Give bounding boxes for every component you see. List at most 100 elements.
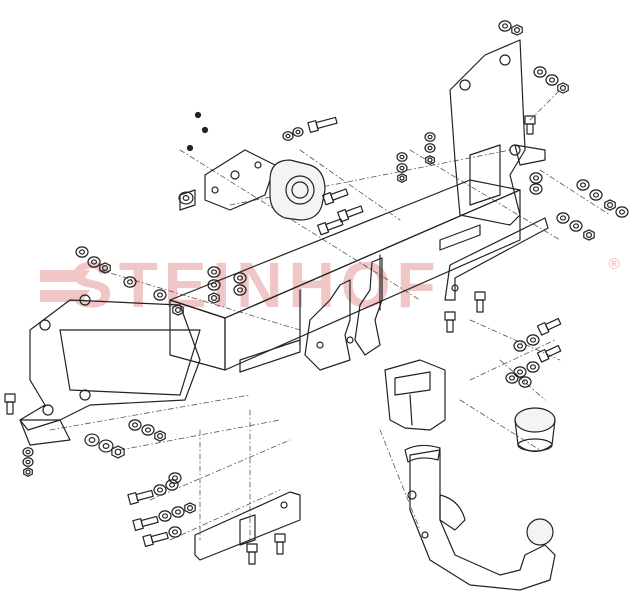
washer bbox=[168, 526, 182, 538]
socket-bracket bbox=[179, 149, 276, 211]
washer bbox=[545, 74, 559, 86]
nut-thread bbox=[114, 448, 122, 456]
center-mounting-plates bbox=[304, 257, 383, 371]
bolt bbox=[317, 218, 344, 236]
washer-hole bbox=[502, 23, 509, 29]
washer-hole bbox=[78, 249, 85, 255]
washer-hole bbox=[532, 186, 539, 192]
washer bbox=[158, 510, 172, 522]
nut-thread bbox=[606, 202, 613, 209]
bolt bbox=[132, 515, 159, 531]
washer-hole bbox=[572, 223, 579, 229]
washer-hole bbox=[427, 134, 433, 140]
main-crossbar bbox=[59, 179, 521, 396]
washer bbox=[178, 191, 194, 205]
washer-hole bbox=[516, 369, 523, 375]
nut-thread bbox=[399, 175, 405, 181]
bolt bbox=[524, 115, 536, 135]
small-nut bbox=[194, 111, 202, 119]
washer-hole bbox=[211, 269, 218, 275]
leader-lines bbox=[49, 89, 611, 541]
washer-hole bbox=[579, 182, 586, 188]
washer bbox=[84, 433, 100, 447]
nut bbox=[583, 229, 595, 241]
washer bbox=[589, 189, 603, 201]
nut-thread bbox=[513, 27, 520, 34]
washer bbox=[513, 340, 527, 352]
washer bbox=[153, 484, 167, 496]
bolt bbox=[274, 533, 286, 555]
hitch-receiver bbox=[384, 359, 446, 431]
washer bbox=[513, 366, 527, 378]
left-side-bracket bbox=[19, 294, 201, 446]
washer bbox=[98, 439, 114, 453]
washer-hole bbox=[145, 427, 152, 433]
washer bbox=[168, 472, 182, 484]
nut-thread bbox=[101, 265, 108, 272]
bolt bbox=[536, 344, 562, 363]
bolt bbox=[4, 393, 16, 415]
washer bbox=[424, 143, 436, 153]
nut-thread bbox=[559, 84, 566, 91]
washer bbox=[153, 289, 167, 301]
washer-hole bbox=[172, 475, 179, 481]
washer bbox=[22, 447, 34, 457]
washer-hole bbox=[211, 282, 218, 288]
nut bbox=[111, 445, 125, 459]
washer-hole bbox=[399, 154, 405, 160]
nut-thread bbox=[157, 433, 164, 440]
washer-hole bbox=[126, 279, 133, 285]
washer-hole bbox=[237, 275, 244, 281]
washer bbox=[526, 361, 540, 373]
washer-hole bbox=[295, 129, 301, 135]
washer bbox=[207, 266, 221, 278]
washer-hole bbox=[162, 513, 169, 519]
washer bbox=[22, 457, 34, 467]
washer-hole bbox=[132, 422, 139, 428]
washer-hole bbox=[157, 292, 164, 298]
washer-hole bbox=[532, 175, 539, 181]
washer-hole bbox=[559, 215, 566, 221]
washer bbox=[282, 131, 294, 141]
washer bbox=[529, 172, 543, 184]
washer-hole bbox=[172, 529, 179, 535]
washer bbox=[165, 479, 179, 491]
washer bbox=[75, 246, 89, 258]
right-lower-strap bbox=[444, 217, 549, 301]
washer bbox=[87, 256, 101, 268]
nut bbox=[154, 430, 166, 442]
nut-thread bbox=[211, 295, 218, 302]
washer bbox=[141, 424, 155, 436]
nut bbox=[99, 262, 111, 274]
right-side-bracket bbox=[449, 39, 546, 226]
nut bbox=[208, 292, 220, 304]
washer-hole bbox=[548, 77, 555, 83]
nut bbox=[172, 304, 184, 316]
washer-hole bbox=[618, 209, 625, 215]
washer-hole bbox=[509, 375, 516, 381]
washer bbox=[424, 132, 436, 142]
washer-hole bbox=[25, 459, 31, 465]
nut-thread bbox=[25, 469, 31, 475]
washer bbox=[615, 206, 629, 218]
washer-hole bbox=[90, 259, 97, 265]
washer-hole bbox=[516, 343, 523, 349]
washer bbox=[576, 179, 590, 191]
bolt bbox=[322, 188, 349, 206]
nut bbox=[511, 24, 523, 36]
nut bbox=[184, 502, 196, 514]
washer-hole bbox=[399, 165, 405, 171]
washer bbox=[233, 272, 247, 284]
detachable-ball-neck bbox=[404, 444, 556, 591]
nut bbox=[23, 467, 33, 477]
bolt bbox=[474, 291, 486, 313]
small-nut bbox=[186, 144, 194, 152]
washer-hole bbox=[175, 509, 182, 515]
washer-hole bbox=[102, 443, 110, 449]
washer bbox=[396, 152, 408, 162]
bolt bbox=[246, 543, 258, 565]
washer bbox=[556, 212, 570, 224]
washer bbox=[505, 372, 519, 384]
bolt bbox=[307, 116, 338, 133]
washer bbox=[292, 127, 304, 137]
